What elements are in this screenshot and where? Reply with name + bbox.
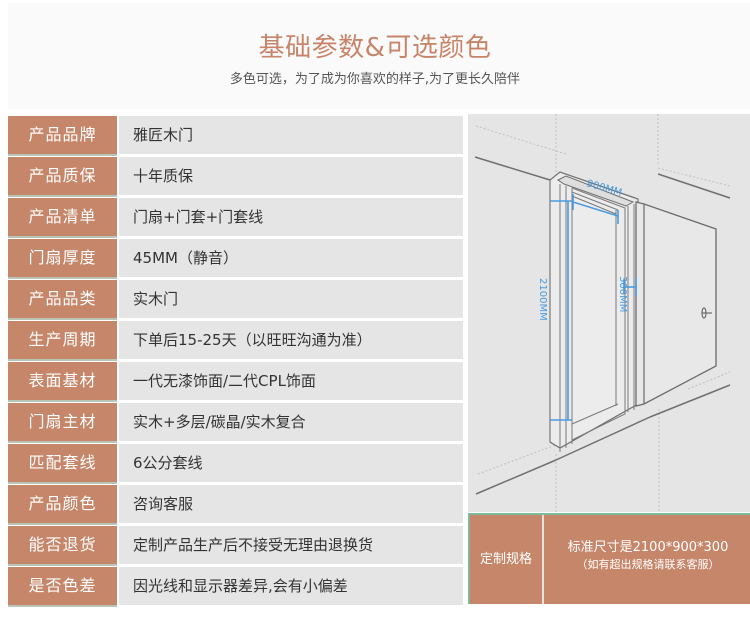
spec-standard-size: 标准尺寸是2100*900*300 [567,540,729,555]
table-row: 门扇主材实木+多层/碳晶/实木复合 [8,403,463,441]
row-value: 实木+多层/碳晶/实木复合 [119,403,463,441]
table-row: 产品质保十年质保 [8,157,463,195]
row-value: 定制产品生产后不接受无理由退换货 [119,526,463,564]
row-label: 门扇主材 [8,403,117,441]
row-label: 产品质保 [8,157,117,195]
table-row: 产品清单门扇+门套+门套线 [8,198,463,236]
row-value: 咨询客服 [119,485,463,523]
page-subtitle: 多色可选，为了成为你喜欢的样子,为了更长久陪伴 [229,72,521,87]
row-label: 匹配套线 [8,444,117,482]
row-label: 表面基材 [8,362,117,400]
page-title: 基础参数&可选颜色 [258,33,492,63]
row-label: 产品颜色 [8,485,117,523]
table-row: 能否退货定制产品生产后不接受无理由退换货 [8,526,463,564]
row-label: 生产周期 [8,321,117,359]
table-row: 产品品牌雅匠木门 [8,116,463,154]
door-diagram-illustration: 900MM 2100MM 300MM [474,114,731,512]
row-value: 十年质保 [119,157,463,195]
row-label: 产品品牌 [8,116,117,154]
door-diagram-panel: 900MM 2100MM 300MM [468,114,750,512]
table-row: 是否色差因光线和显示器差异,会有小偏差 [8,567,463,605]
row-label: 产品清单 [8,198,117,236]
row-value: 雅匠木门 [119,116,463,154]
spec-value: 标准尺寸是2100*900*300 （如有超出规格请联系客服） [544,539,750,573]
row-value: 实木门 [119,280,463,318]
row-value: 因光线和显示器差异,会有小偏差 [119,567,463,605]
height-dimension-label: 2100MM [537,278,548,321]
header-band [8,3,750,109]
row-label: 能否退货 [8,526,117,564]
spec-label: 定制规格 [470,515,544,604]
table-row: 产品颜色咨询客服 [8,485,463,523]
row-value: 6公分套线 [119,444,463,482]
table-row: 产品品类实木门 [8,280,463,318]
row-value: 门扇+门套+门套线 [119,198,463,236]
row-label: 是否色差 [8,567,117,605]
table-row: 表面基材一代无漆饰面/二代CPL饰面 [8,362,463,400]
row-label: 门扇厚度 [8,239,117,277]
spec-contact-note: （如有超出规格请联系客服） [576,558,720,571]
table-row: 生产周期下单后15-25天（以旺旺沟通为准） [8,321,463,359]
row-value: 45MM（静音） [119,239,463,277]
custom-spec-box: 定制规格 标准尺寸是2100*900*300 （如有超出规格请联系客服） [468,513,750,604]
depth-dimension-label: 300MM [617,276,628,312]
row-value: 一代无漆饰面/二代CPL饰面 [119,362,463,400]
row-value: 下单后15-25天（以旺旺沟通为准） [119,321,463,359]
row-label: 产品品类 [8,280,117,318]
